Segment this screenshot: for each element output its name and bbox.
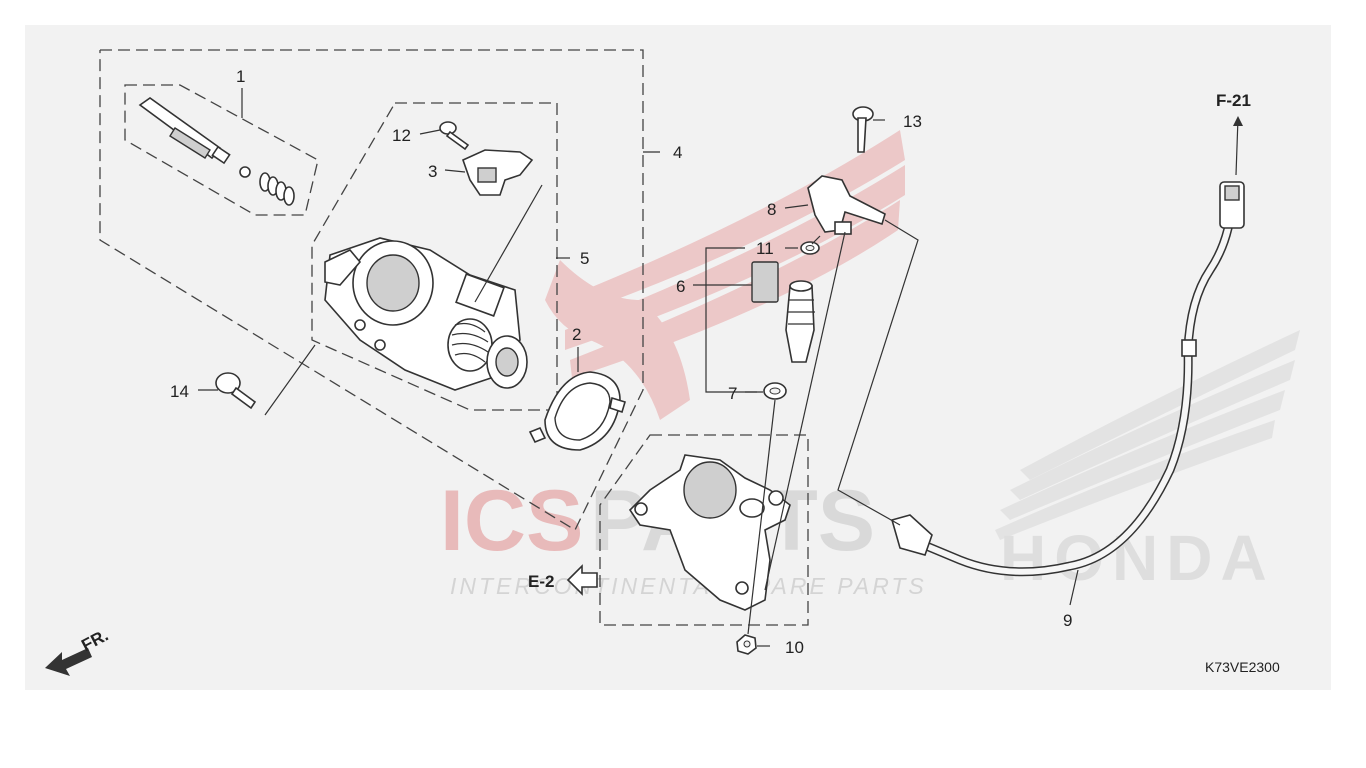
part-8-injector-joint — [807, 175, 886, 235]
callout-7: 7 — [728, 384, 737, 403]
callout-4: 4 — [673, 143, 682, 162]
honda-wing-watermark — [995, 330, 1300, 540]
e2-arrow — [566, 564, 598, 596]
callout-5: 5 — [580, 249, 589, 268]
part-1-screw-set — [138, 97, 295, 206]
part-13-bolt — [852, 106, 874, 153]
reference-e2: E-2 — [528, 572, 554, 591]
watermark-honda: HONDA — [1000, 522, 1275, 594]
part-14-bolt — [215, 372, 257, 410]
group-outline-4 — [99, 49, 644, 531]
fr-arrow — [45, 648, 92, 676]
group-outline-manifold — [599, 434, 809, 626]
group-outline-1 — [124, 84, 319, 216]
callout-12: 12 — [392, 126, 411, 145]
part-7-seal — [763, 382, 787, 400]
callout-14: 14 — [170, 382, 189, 401]
parts-diagram: ICS PARTS INTERCONTINENTAL SPARE PARTS H… — [45, 49, 1300, 676]
callout-3: 3 — [428, 162, 437, 181]
reference-f21: F-21 — [1216, 91, 1251, 110]
group-outline-5 — [311, 102, 558, 411]
callout-9: 9 — [1063, 611, 1072, 630]
callout-8: 8 — [767, 200, 776, 219]
part-6-injector — [751, 261, 815, 363]
diagram-code: K73VE2300 — [1205, 659, 1280, 675]
part-9-fuel-hose — [891, 181, 1245, 577]
part-3-sensor — [462, 149, 534, 196]
leader-lines — [198, 88, 1243, 647]
watermark-ics: ICS — [440, 473, 583, 569]
callout-10: 10 — [785, 638, 804, 657]
red-wing-watermark — [545, 130, 905, 420]
part-11-ring — [800, 241, 820, 255]
part-2-gasket — [528, 371, 626, 451]
diagram-canvas: ICS PARTS INTERCONTINENTAL SPARE PARTS H… — [25, 25, 1331, 690]
watermark-tagline: INTERCONTINENTAL SPARE PARTS — [450, 573, 927, 599]
part-10-nut — [736, 634, 757, 655]
callout-1: 1 — [236, 67, 245, 86]
callout-2: 2 — [572, 325, 581, 344]
callout-13: 13 — [903, 112, 922, 131]
callout-11: 11 — [756, 239, 774, 258]
part-12-screw — [439, 121, 470, 151]
part-intake-manifold — [628, 454, 791, 611]
callout-6: 6 — [676, 277, 685, 296]
part-throttle-body — [324, 237, 528, 391]
